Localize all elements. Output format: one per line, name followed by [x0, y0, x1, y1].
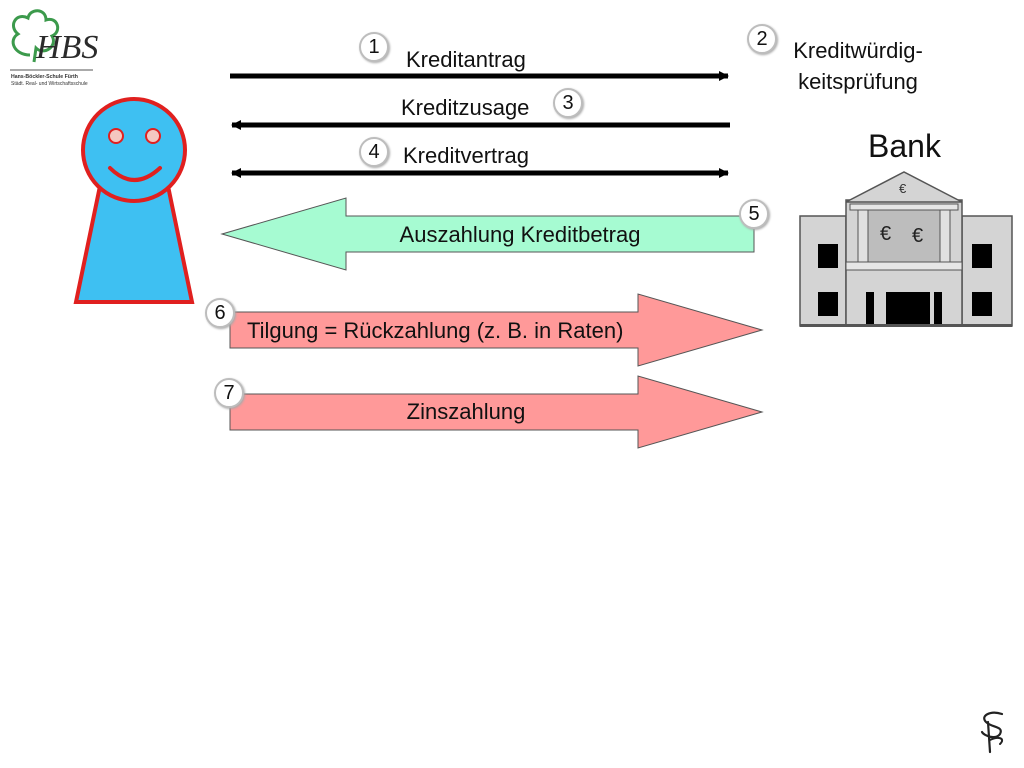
bank-title: Bank: [868, 128, 941, 164]
euro-symbol-left: €: [880, 223, 892, 245]
euro-symbol-pediment: €: [899, 181, 907, 196]
school-logo: HBS Hans-Böckler-Schule Fürth Städt. Rea…: [10, 9, 98, 87]
step-badge-6: 6: [205, 298, 235, 328]
euro-symbol-right: €: [912, 225, 924, 247]
step-badge-7: 7: [214, 378, 244, 408]
person-left-eye: [108, 128, 124, 144]
step-label-kreditwuerdigkeit-line2: keitsprüfung: [798, 69, 918, 94]
logo-school-name: Hans-Böckler-Schule Fürth: [11, 74, 78, 80]
step-badge-2: 2: [747, 24, 777, 54]
payout-arrow: [220, 197, 755, 271]
person-body: [73, 184, 195, 304]
step-label-tilgung: Tilgung = Rückzahlung (z. B. in Raten): [247, 318, 624, 343]
step-badge-3: 3: [553, 88, 583, 118]
clover-icon: [11, 9, 60, 63]
step-badge-5: 5: [739, 199, 769, 229]
borrower-figure: [73, 97, 195, 304]
person-right-eye: [145, 128, 161, 144]
step-label-kreditwuerdigkeit-line1: Kreditwürdig-: [793, 38, 923, 63]
step-label-kreditzusage: Kreditzusage: [401, 95, 530, 120]
step-badge-1: 1: [359, 32, 389, 62]
step-label-zinszahlung: Zinszahlung: [406, 399, 526, 424]
interest-arrow: [229, 375, 764, 449]
person-smile: [108, 166, 162, 182]
step-label-kreditvertrag: Kreditvertrag: [403, 143, 529, 168]
logo-school-type: Städt. Real- und Wirtschaftsschule: [11, 81, 88, 87]
bank-building-icon: [799, 171, 1013, 327]
logo-letters: HBS: [35, 29, 98, 66]
author-signature-icon: [980, 711, 1004, 754]
step-label-auszahlung: Auszahlung Kreditbetrag: [399, 222, 641, 247]
repayment-arrow: [229, 293, 764, 367]
step-badge-4: 4: [359, 137, 389, 167]
person-head: [81, 97, 187, 203]
step-label-kreditantrag: Kreditantrag: [406, 47, 526, 72]
